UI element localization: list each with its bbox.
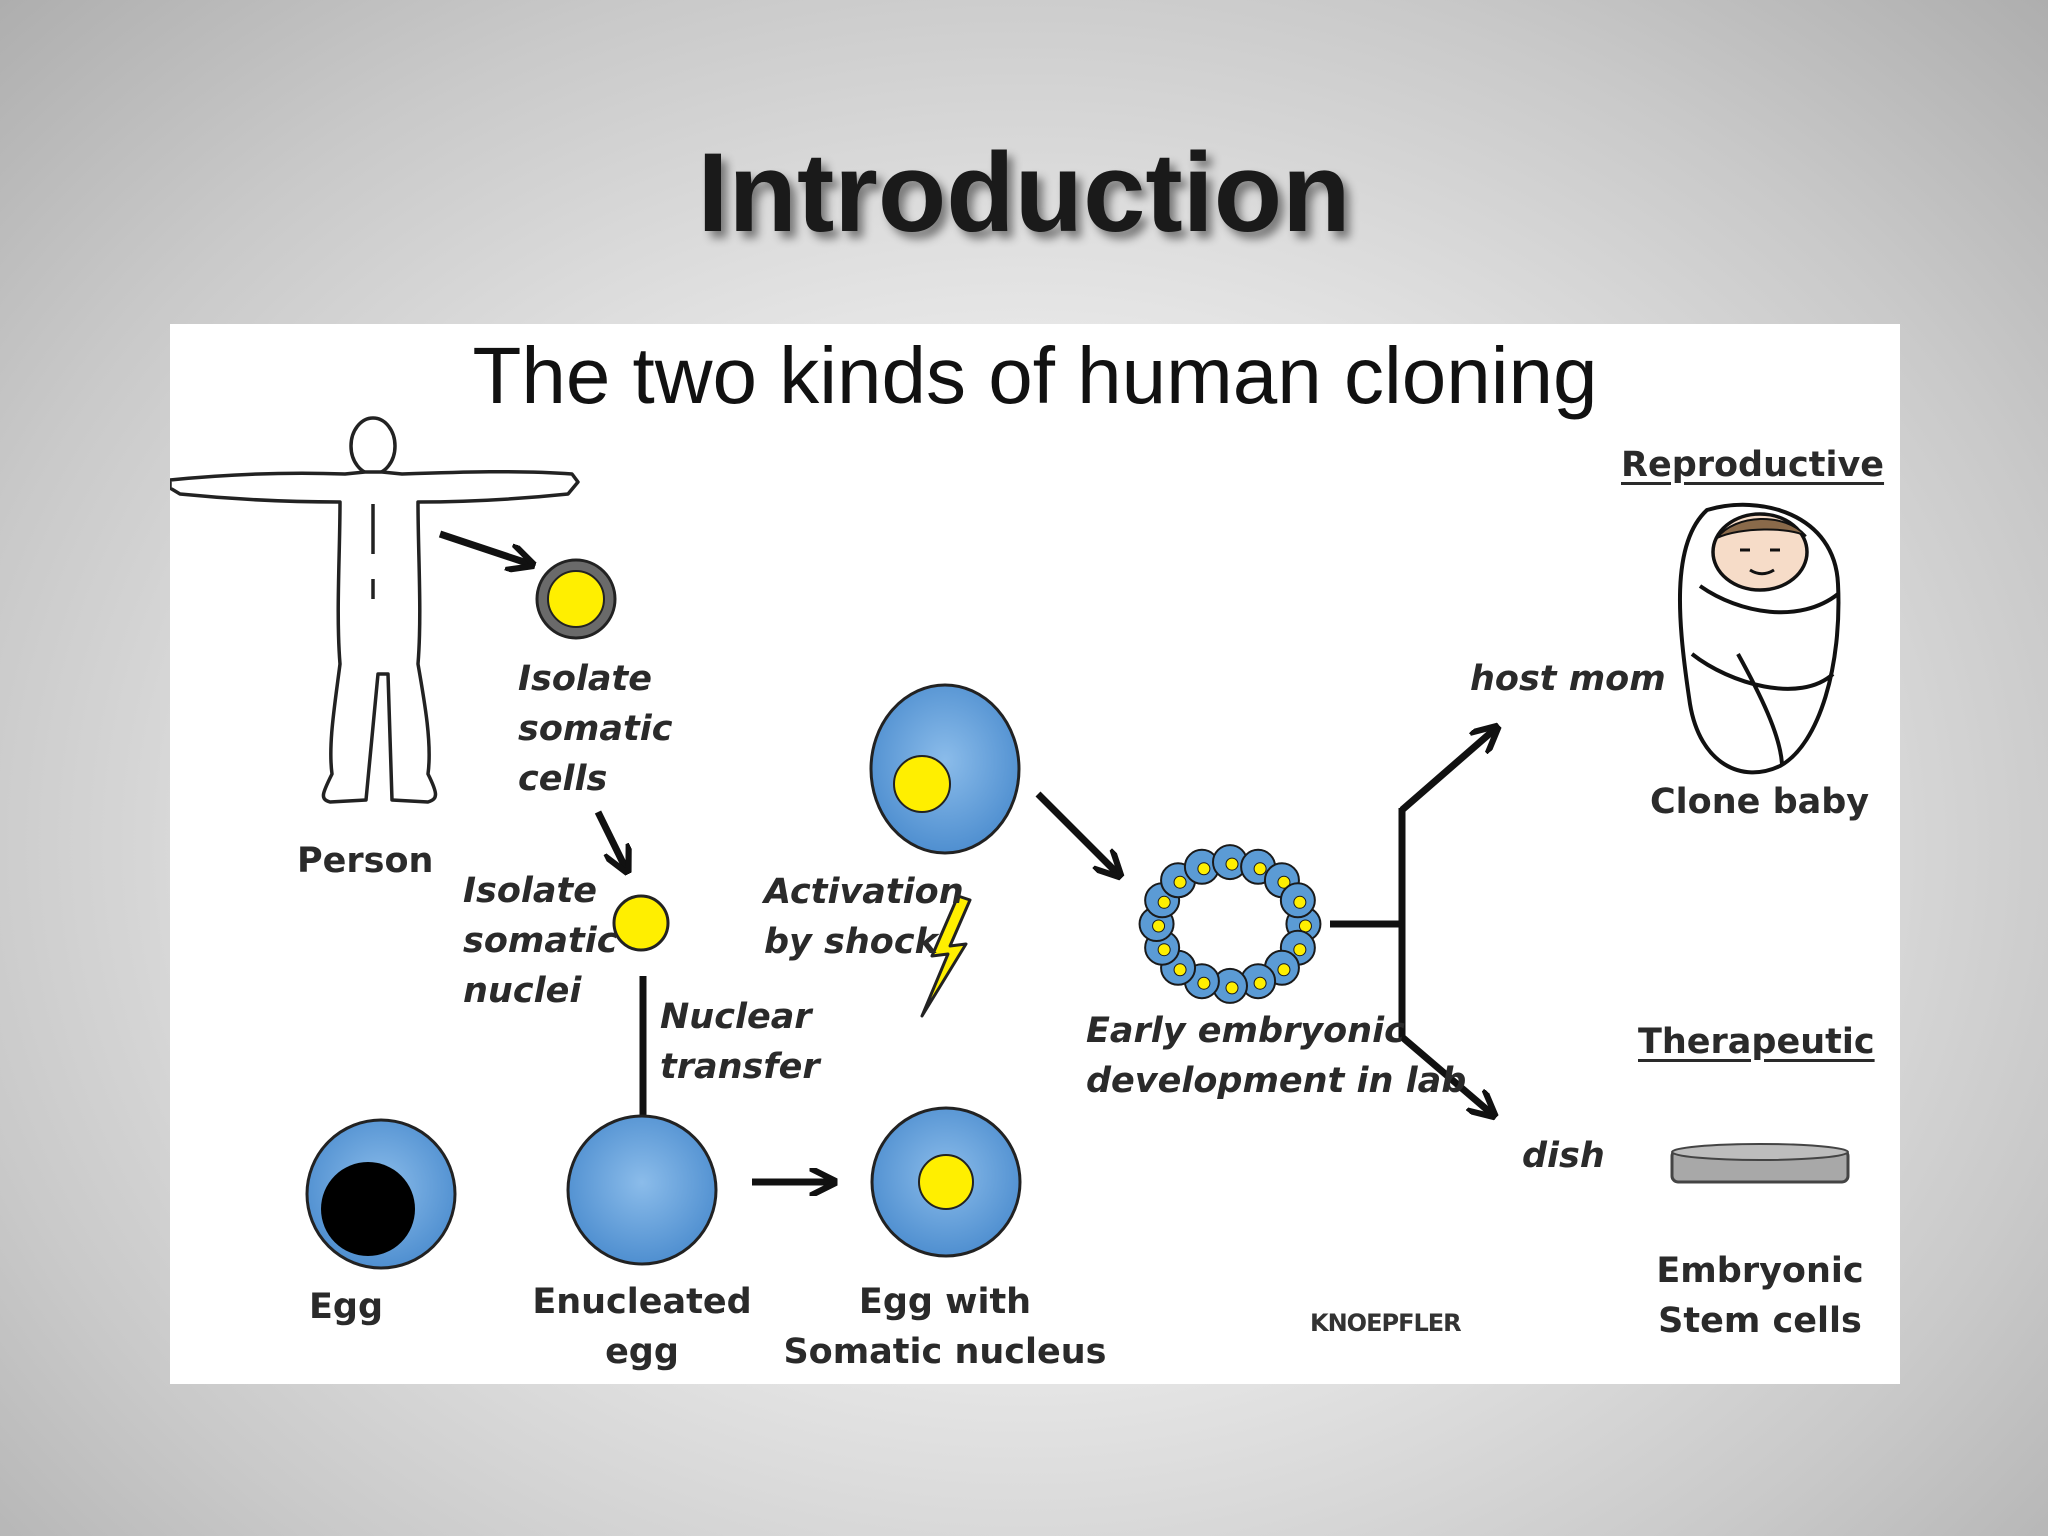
egg-icon xyxy=(305,1118,457,1270)
label-egg-with-nucleus: Egg with Somatic nucleus xyxy=(783,1282,1107,1372)
label-early-embryo: Early embryonic development in lab xyxy=(1086,1011,1467,1101)
arrow-to-embryo xyxy=(1035,791,1118,874)
activated-egg-icon xyxy=(869,683,1021,855)
label-activation: Activation by shock xyxy=(764,872,964,962)
label-dish: dish xyxy=(1522,1136,1605,1176)
embryo-cell-nucleus xyxy=(1173,875,1187,889)
embryo-cell-nucleus xyxy=(1277,875,1291,889)
embryo-cluster-icon xyxy=(1138,844,1322,1004)
embryo-cell-nucleus xyxy=(1173,963,1187,977)
embryo-cell-nucleus xyxy=(1157,943,1171,957)
embryo-cell-nucleus xyxy=(1157,895,1171,909)
somatic-nucleus-icon xyxy=(612,894,670,952)
arrow-cells-to-nuclei xyxy=(594,810,626,869)
embryo-cell-nucleus xyxy=(1197,976,1211,990)
label-reproductive: Reproductive xyxy=(1621,445,1885,485)
egg-with-nucleus-icon xyxy=(870,1106,1022,1258)
embryo-cell-nucleus xyxy=(1293,895,1307,909)
somatic-cell-icon xyxy=(535,558,617,640)
petri-dish-icon xyxy=(1670,1143,1850,1184)
label-enucleated-egg: Enucleated egg xyxy=(532,1282,752,1372)
cloning-diagram: The two kinds of human cloning Person Is… xyxy=(170,324,1900,1384)
lightning-bolt-icon xyxy=(920,894,972,1018)
embryo-cell-nucleus xyxy=(1253,862,1267,876)
label-host-mom: host mom xyxy=(1470,659,1666,699)
label-isolate-nuclei: Isolate somatic nuclei xyxy=(463,871,618,1011)
embryo-cell-nucleus xyxy=(1277,963,1291,977)
label-person: Person xyxy=(297,841,434,881)
person-icon xyxy=(170,416,580,804)
embryo-cell-nucleus xyxy=(1225,981,1239,995)
label-nuclear-transfer: Nuclear transfer xyxy=(660,997,820,1087)
embryo-cell-nucleus xyxy=(1152,919,1166,933)
label-clone-baby: Clone baby xyxy=(1650,782,1870,822)
embryo-cell-nucleus xyxy=(1293,943,1307,957)
embryo-cell-nucleus xyxy=(1225,857,1239,871)
arrow-person-to-cell xyxy=(438,530,530,564)
figure-title: The two kinds of human cloning xyxy=(472,331,1598,420)
label-isolate-cells: Isolate somatic cells xyxy=(518,659,673,799)
embryo-cell-nucleus xyxy=(1253,976,1267,990)
diagram-graphics xyxy=(170,416,1850,1270)
swaddled-baby-icon xyxy=(1677,502,1841,775)
enucleated-egg-icon xyxy=(566,1114,718,1266)
label-egg: Egg xyxy=(309,1287,384,1327)
embryo-cell-nucleus xyxy=(1197,862,1211,876)
label-therapeutic: Therapeutic xyxy=(1638,1022,1875,1062)
credit-label: KNOEPFLER xyxy=(1310,1309,1462,1337)
label-stem-cells: Embryonic Stem cells xyxy=(1656,1251,1864,1341)
branch-arrows xyxy=(1330,729,1495,1114)
slide-title: Introduction xyxy=(697,130,1351,255)
